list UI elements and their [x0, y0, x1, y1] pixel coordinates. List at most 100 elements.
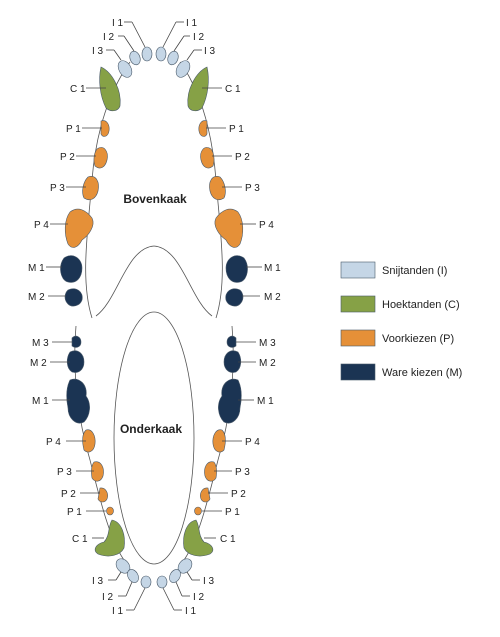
lower-right-m3-tooth — [226, 335, 237, 348]
upper-left-i1-label: I 1 — [112, 18, 124, 29]
legend-label-molars: Ware kiezen (M) — [382, 367, 462, 379]
legend-swatch-canines — [340, 295, 376, 313]
lower-left-m2-label: M 2 — [30, 358, 47, 369]
lower-left-m3-tooth — [71, 335, 82, 348]
lower-left-i1-label: I 1 — [112, 606, 124, 617]
lower-left-p1-label: P 1 — [67, 507, 82, 518]
upper-right-p1-tooth — [198, 120, 208, 137]
upper-left-i3-tooth — [117, 60, 133, 78]
upper-right-p2-label: P 2 — [235, 152, 250, 163]
upper-right-c1-label: C 1 — [225, 84, 241, 95]
lower-left-p3-label: P 3 — [57, 467, 72, 478]
lower-left-i3-label: I 3 — [92, 576, 104, 587]
upper-left-p2-label: P 2 — [60, 152, 75, 163]
upper-right-m1-label: M 1 — [264, 263, 281, 274]
legend-label-incisors: Snijtanden (I) — [382, 265, 447, 277]
lower-right-i3-label: I 3 — [203, 576, 215, 587]
upper-left-i2-tooth — [129, 50, 141, 66]
lower-left-labels: M 3 M 2 M 1 P 4 P 3 P 2 P 1 C 1 I 3 I 2 … — [30, 338, 146, 617]
lower-right-p2-tooth — [200, 487, 211, 503]
upper-left-m1-label: M 1 — [28, 263, 45, 274]
upper-left-labels: I 1 I 2 I 3 C 1 P 1 P 2 P 3 P 4 M 1 M 2 — [28, 18, 146, 303]
upper-palate-outline — [95, 245, 213, 317]
upper-right-p3-tooth — [209, 176, 226, 201]
lower-right-i2-label: I 2 — [193, 592, 205, 603]
lower-right-i1-tooth — [156, 575, 168, 589]
upper-right-labels: I 1 I 2 I 3 C 1 P 1 P 2 P 3 P 4 M 1 M 2 — [162, 18, 281, 303]
upper-jaw-title: Bovenkaak — [123, 192, 187, 206]
upper-right-p3-label: P 3 — [245, 183, 260, 194]
upper-right-p4-label: P 4 — [259, 220, 274, 231]
lower-jaw-title: Onderkaak — [120, 422, 182, 436]
upper-left-p1-label: P 1 — [66, 124, 81, 135]
upper-left-c1-label: C 1 — [70, 84, 86, 95]
upper-left-p3-tooth — [82, 176, 99, 201]
upper-left-m1-tooth — [60, 255, 83, 283]
lower-left-i2-label: I 2 — [102, 592, 114, 603]
lower-left-i2-tooth — [127, 569, 139, 583]
upper-left-p1-tooth — [100, 120, 110, 137]
upper-left-m2-label: M 2 — [28, 292, 45, 303]
upper-jaw: Bovenkaak I 1 I 2 I 3 C 1 P 1 P 2 P 3 P … — [28, 18, 281, 319]
lower-inner-oval — [113, 311, 195, 565]
lower-left-i1-tooth — [140, 575, 152, 589]
lower-right-p3-tooth — [204, 461, 217, 482]
lower-right-m1-label: M 1 — [257, 396, 274, 407]
upper-right-i2-tooth — [167, 50, 179, 66]
lower-left-c1-tooth — [94, 519, 125, 557]
lower-left-m2-tooth — [66, 350, 85, 373]
lower-right-c1-label: C 1 — [220, 534, 236, 545]
legend-item-premolars: Voorkiezen (P) — [340, 329, 454, 347]
legend-label-premolars: Voorkiezen (P) — [382, 333, 454, 345]
lower-right-p4-label: P 4 — [245, 437, 260, 448]
legend-label-canines: Hoektanden (C) — [382, 299, 460, 311]
lower-left-c1-label: C 1 — [72, 534, 88, 545]
lower-left-p1-tooth — [106, 506, 114, 516]
upper-right-p4-tooth — [214, 208, 244, 248]
lower-jaw: Onderkaak M 3 M 2 M 1 P 4 P 3 P 2 P 1 C … — [30, 311, 276, 617]
upper-left-i1-tooth — [141, 46, 153, 62]
lower-jaw-outline — [74, 325, 234, 561]
lower-right-m2-tooth — [223, 350, 242, 373]
lower-right-p1-tooth — [194, 506, 202, 516]
upper-right-i3-label: I 3 — [204, 46, 216, 57]
lower-right-i1-label: I 1 — [185, 606, 197, 617]
lower-right-i2-tooth — [169, 569, 181, 583]
upper-right-p1-label: P 1 — [229, 124, 244, 135]
lower-left-p4-tooth — [82, 429, 96, 453]
lower-right-labels: M 3 M 2 M 1 P 4 P 3 P 2 P 1 C 1 I 3 I 2 … — [162, 338, 276, 617]
lower-left-m1-tooth — [66, 378, 90, 424]
upper-left-i2-label: I 2 — [103, 32, 115, 43]
upper-left-i3-label: I 3 — [92, 46, 104, 57]
lower-left-p2-label: P 2 — [61, 489, 76, 500]
upper-left-p4-tooth — [64, 208, 94, 248]
upper-left-p4-label: P 4 — [34, 220, 49, 231]
legend-item-canines: Hoektanden (C) — [340, 295, 460, 313]
lower-left-m1-label: M 1 — [32, 396, 49, 407]
upper-left-m2-tooth — [64, 288, 83, 307]
lower-right-m3-label: M 3 — [259, 338, 276, 349]
lower-left-m3-label: M 3 — [32, 338, 49, 349]
upper-right-i3-tooth — [175, 60, 191, 78]
lower-right-p3-label: P 3 — [235, 467, 250, 478]
legend-item-incisors: Snijtanden (I) — [340, 261, 447, 279]
legend-item-molars: Ware kiezen (M) — [340, 363, 462, 381]
upper-right-i1-tooth — [155, 46, 167, 62]
lower-right-m2-label: M 2 — [259, 358, 276, 369]
lower-left-p3-tooth — [91, 461, 104, 482]
upper-right-m2-tooth — [225, 288, 244, 307]
upper-right-i1-label: I 1 — [186, 18, 198, 29]
legend-swatch-molars — [340, 363, 376, 381]
upper-right-m2-label: M 2 — [264, 292, 281, 303]
legend-swatch-incisors — [340, 261, 376, 279]
upper-left-p2-tooth — [93, 147, 108, 169]
lower-right-p1-label: P 1 — [225, 507, 240, 518]
lower-right-c1-tooth — [183, 519, 214, 557]
lower-right-p2-label: P 2 — [231, 489, 246, 500]
lower-left-p4-label: P 4 — [46, 437, 61, 448]
upper-left-c1-tooth — [99, 66, 121, 112]
upper-right-p2-tooth — [200, 147, 215, 169]
lower-left-p2-tooth — [97, 487, 108, 503]
upper-left-p3-label: P 3 — [50, 183, 65, 194]
